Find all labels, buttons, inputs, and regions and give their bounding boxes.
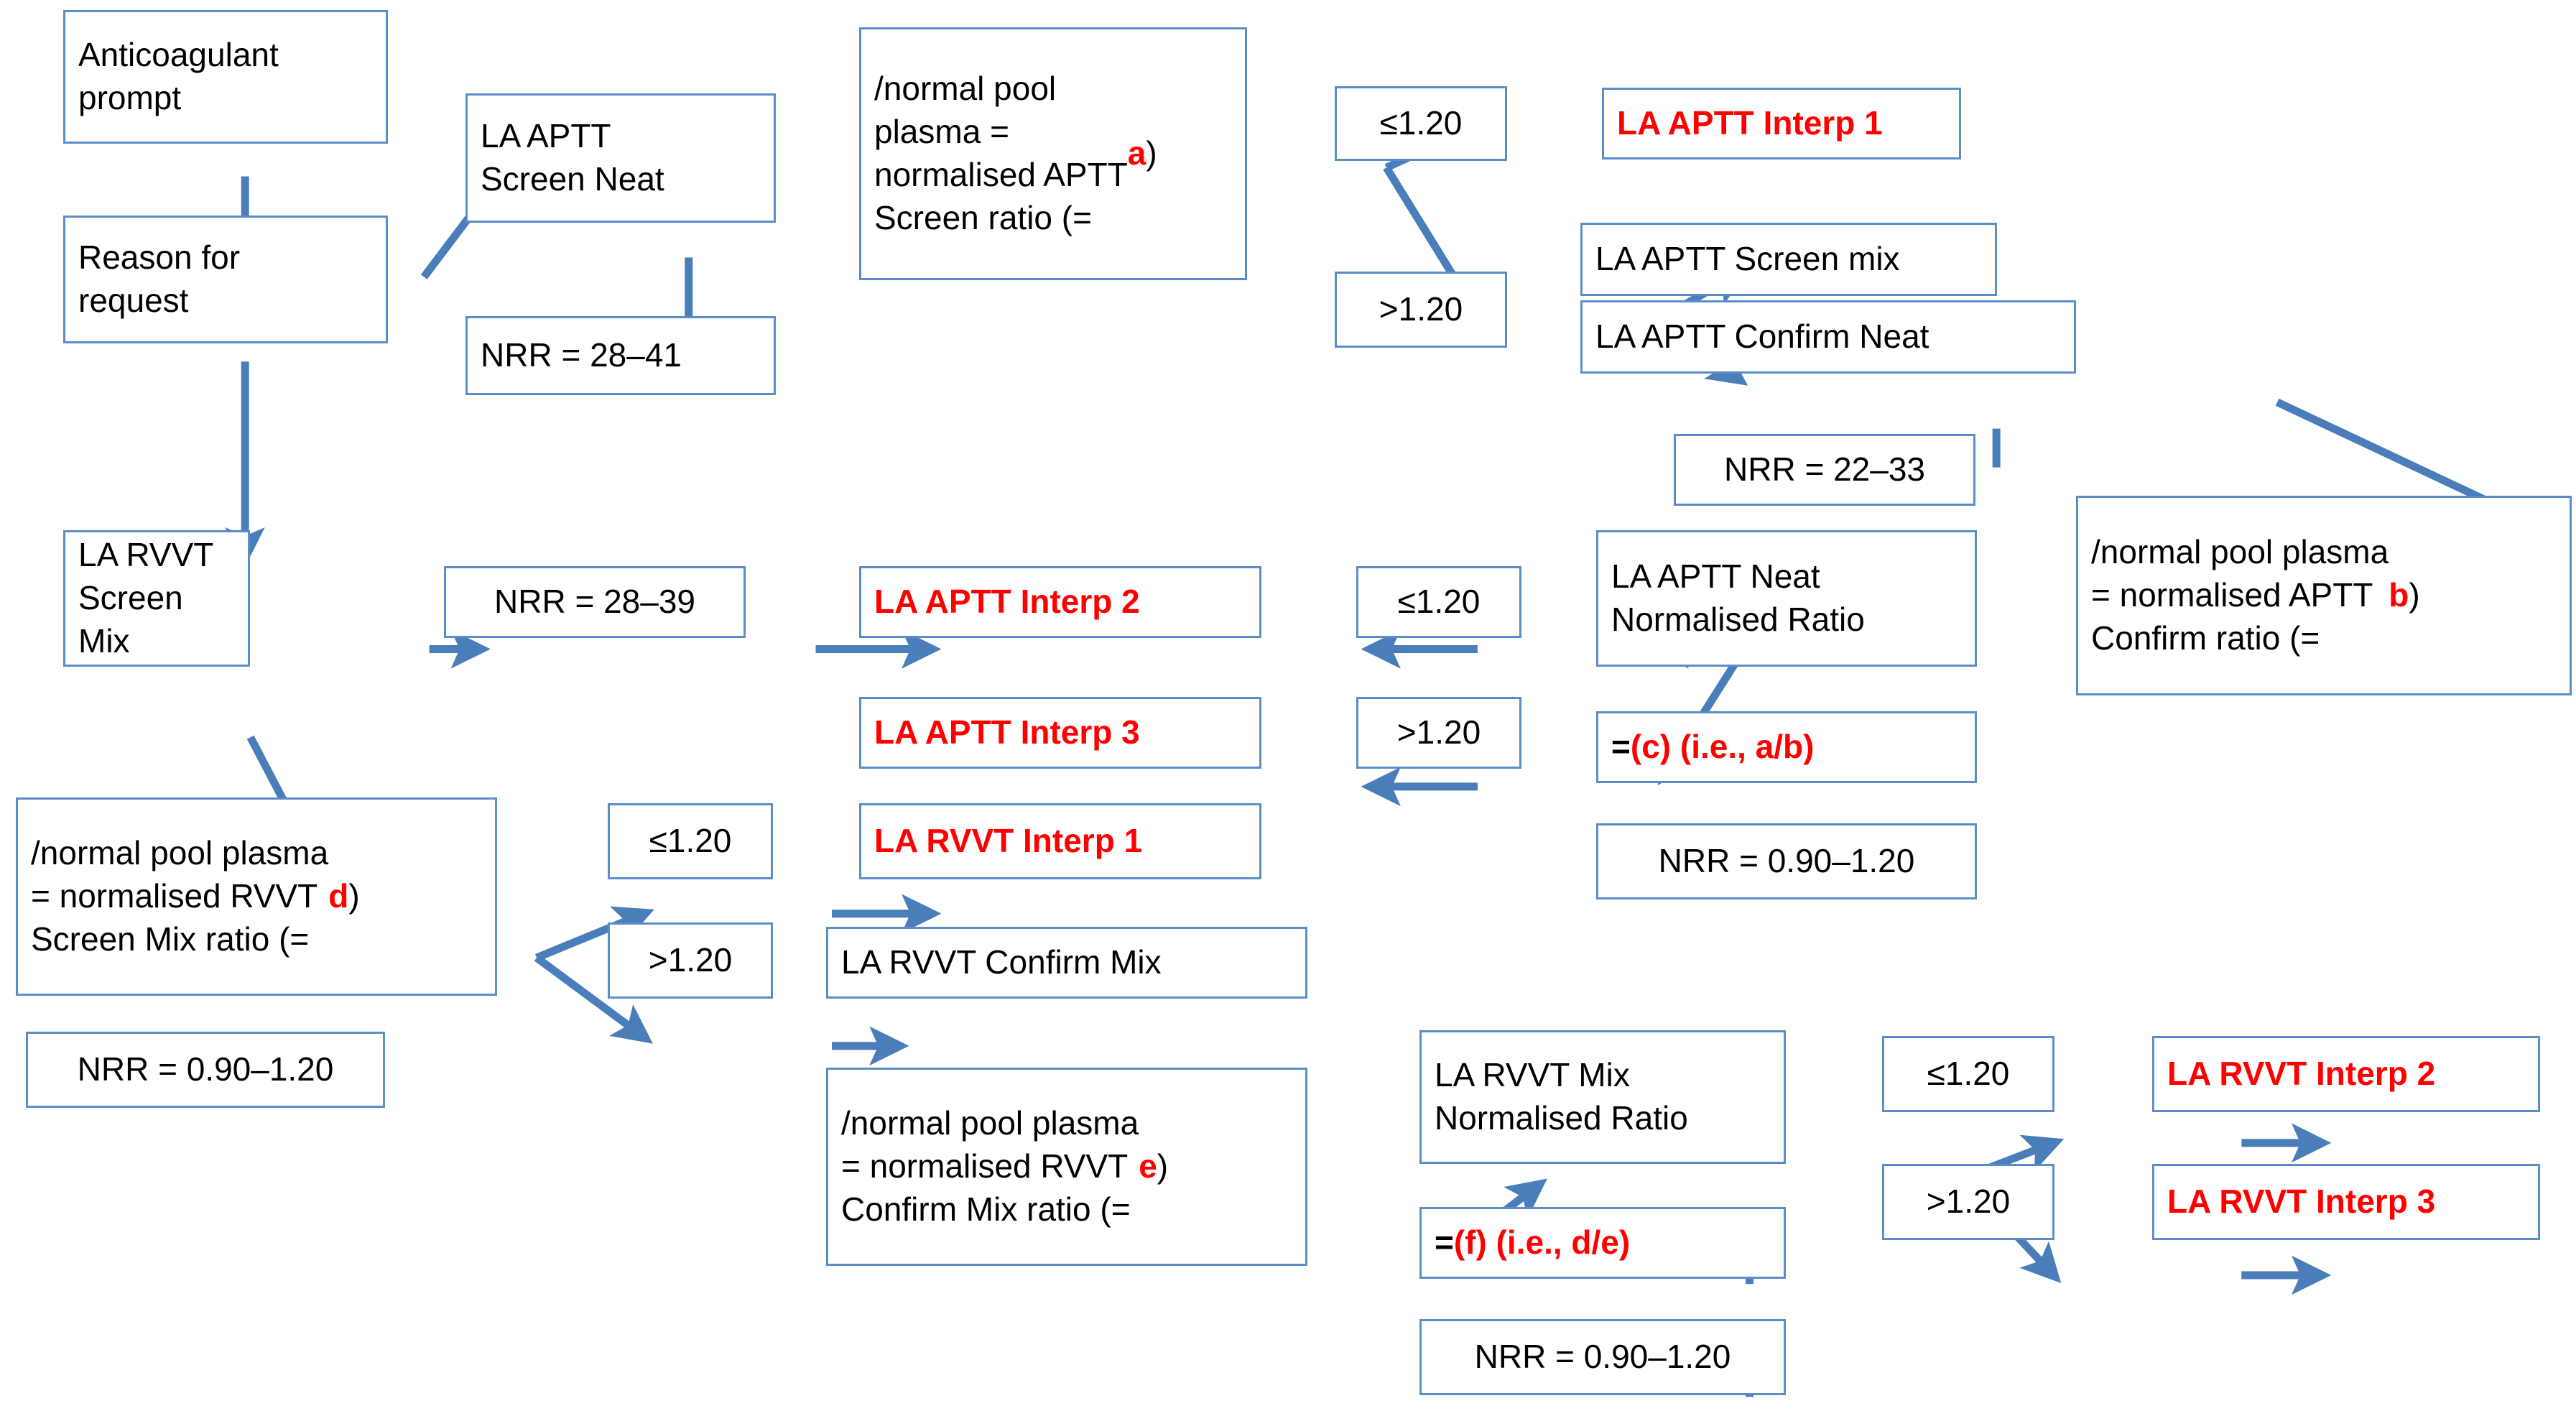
node-la-aptt-screen-neat[interactable]: LA APTT Screen Neat [465, 93, 776, 223]
node-la-aptt-neat-normalised-ratio[interactable]: LA APTT Neat Normalised Ratio [1596, 530, 1977, 667]
node-aptt-neat-le-1-20[interactable]: ≤1.20 [1356, 566, 1521, 638]
node-aptt-neat-gt-1-20[interactable]: >1.20 [1356, 697, 1521, 769]
formula-f-prefix: = [1435, 1223, 1454, 1262]
node-la-aptt-interp-2[interactable]: LA APTT Interp 2 [859, 566, 1261, 638]
node-aptt-screen-gt-1-20[interactable]: >1.20 [1335, 272, 1507, 348]
node-la-aptt-interp-1[interactable]: LA APTT Interp 1 [1602, 88, 1961, 159]
node-rvvt-screen-mix-ratio[interactable]: /normal pool plasma = normalised RVVT Sc… [16, 797, 497, 996]
node-nrr-090-120-rvvt-mix[interactable]: NRR = 0.90–1.20 [1419, 1319, 1786, 1395]
node-rvvt-mix-gt-1-20[interactable]: >1.20 [1882, 1164, 2054, 1240]
aptt-screen-ratio-tail: ) [1146, 134, 1157, 172]
node-la-rvvt-mix-normalised-ratio[interactable]: LA RVVT Mix Normalised Ratio [1419, 1030, 1786, 1164]
node-la-rvvt-interp-1[interactable]: LA RVVT Interp 1 [859, 803, 1261, 879]
node-rvvt-confirm-mix-ratio[interactable]: /normal pool plasma = normalised RVVT Co… [826, 1068, 1307, 1266]
node-aptt-screen-le-1-20[interactable]: ≤1.20 [1335, 86, 1507, 161]
rvvt-screen-mix-ratio-tail: ) [348, 877, 360, 915]
node-reason-for-request[interactable]: Reason for request [63, 216, 388, 343]
rvvt-confirm-mix-ratio-tail: ) [1157, 1147, 1169, 1185]
node-la-aptt-confirm-neat[interactable]: LA APTT Confirm Neat [1580, 300, 2076, 374]
node-la-rvvt-interp-3[interactable]: LA RVVT Interp 3 [2152, 1164, 2540, 1240]
node-aptt-screen-ratio[interactable]: /normal pool plasma = normalised APTT Sc… [859, 27, 1247, 280]
rvvt-confirm-mix-ratio-symbol: e [1139, 1147, 1157, 1185]
rvvt-screen-mix-ratio-text: /normal pool plasma = normalised RVVT Sc… [31, 834, 329, 958]
rvvt-confirm-mix-ratio-text: /normal pool plasma = normalised RVVT Co… [841, 1104, 1139, 1228]
node-aptt-confirm-ratio[interactable]: /normal pool plasma = normalised APTT Co… [2076, 496, 2572, 695]
node-nrr-28-41[interactable]: NRR = 28–41 [465, 316, 776, 395]
aptt-screen-ratio-symbol: a [1127, 134, 1146, 172]
node-nrr-28-39[interactable]: NRR = 28–39 [444, 566, 746, 638]
node-la-rvvt-interp-2[interactable]: LA RVVT Interp 2 [2152, 1036, 2540, 1112]
formula-c-prefix: = [1611, 728, 1631, 766]
node-rvvt-screen-le-1-20[interactable]: ≤1.20 [608, 803, 773, 879]
aptt-confirm-ratio-tail: ) [2409, 576, 2420, 614]
aptt-confirm-ratio-text: /normal pool plasma = normalised APTT Co… [2091, 533, 2389, 657]
formula-f-value: (f) (i.e., d/e) [1453, 1223, 1631, 1262]
node-la-rvvt-screen-mix[interactable]: LA RVVT Screen Mix [63, 530, 250, 667]
node-la-aptt-interp-3[interactable]: LA APTT Interp 3 [859, 697, 1261, 769]
node-la-rvvt-confirm-mix[interactable]: LA RVVT Confirm Mix [826, 927, 1307, 999]
formula-c-value: (c) (i.e., a/b) [1630, 728, 1815, 766]
node-rvvt-mix-le-1-20[interactable]: ≤1.20 [1882, 1036, 2054, 1112]
node-la-aptt-screen-mix[interactable]: LA APTT Screen mix [1580, 223, 1997, 296]
node-anticoagulant-prompt[interactable]: Anticoagulant prompt [63, 10, 388, 144]
node-formula-c[interactable]: = (c) (i.e., a/b) [1596, 711, 1977, 783]
node-formula-f[interactable]: = (f) (i.e., d/e) [1419, 1207, 1786, 1279]
aptt-confirm-ratio-symbol: b [2389, 576, 2409, 614]
node-nrr-090-120-rvvt-screen[interactable]: NRR = 0.90–1.20 [26, 1032, 385, 1108]
aptt-screen-ratio-text: /normal pool plasma = normalised APTT Sc… [874, 70, 1128, 236]
node-nrr-090-120-aptt[interactable]: NRR = 0.90–1.20 [1596, 823, 1977, 899]
node-nrr-22-33[interactable]: NRR = 22–33 [1674, 434, 1975, 506]
rvvt-screen-mix-ratio-symbol: d [328, 877, 349, 915]
node-rvvt-screen-gt-1-20[interactable]: >1.20 [608, 922, 773, 999]
